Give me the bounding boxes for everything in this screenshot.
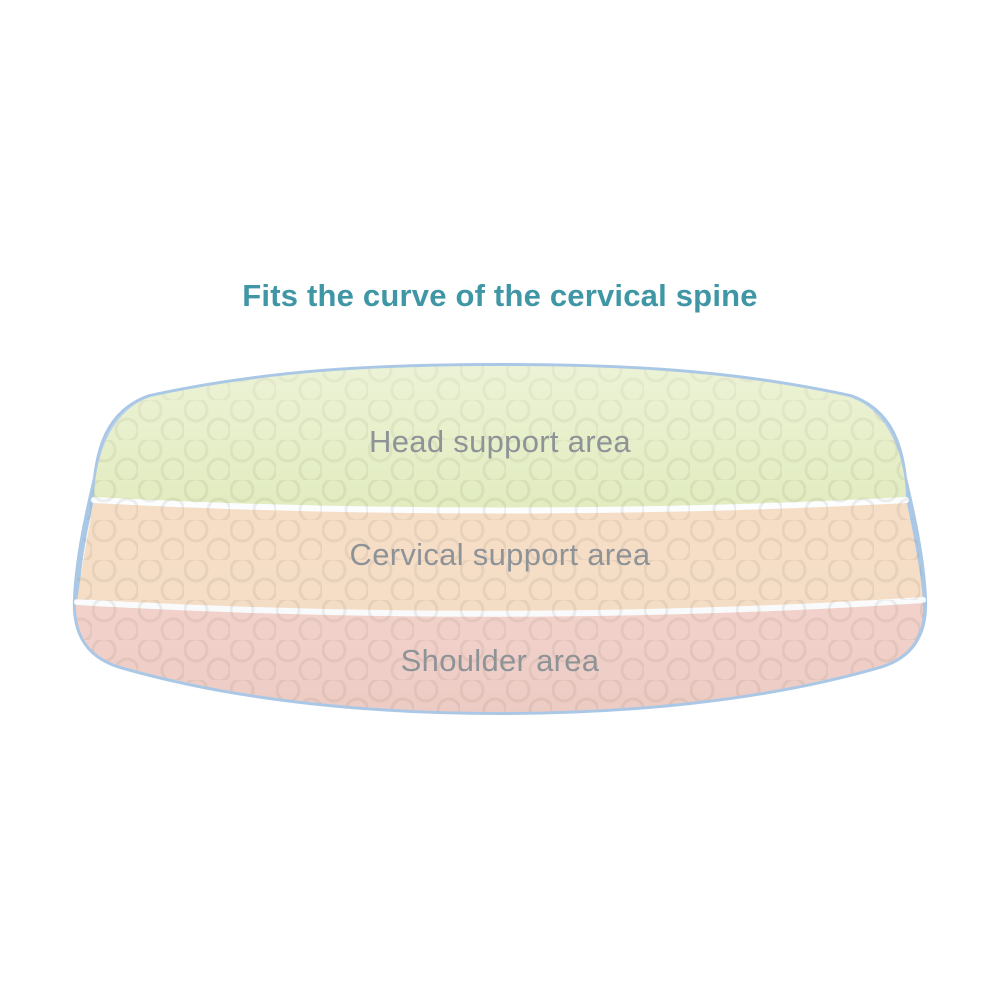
page-title: Fits the curve of the cervical spine: [242, 278, 758, 313]
shading-overlay: [75, 366, 925, 712]
shoulder-area-label: Shoulder area: [400, 643, 600, 678]
head-support-label: Head support area: [369, 424, 631, 459]
cervical-support-label: Cervical support area: [349, 537, 651, 572]
